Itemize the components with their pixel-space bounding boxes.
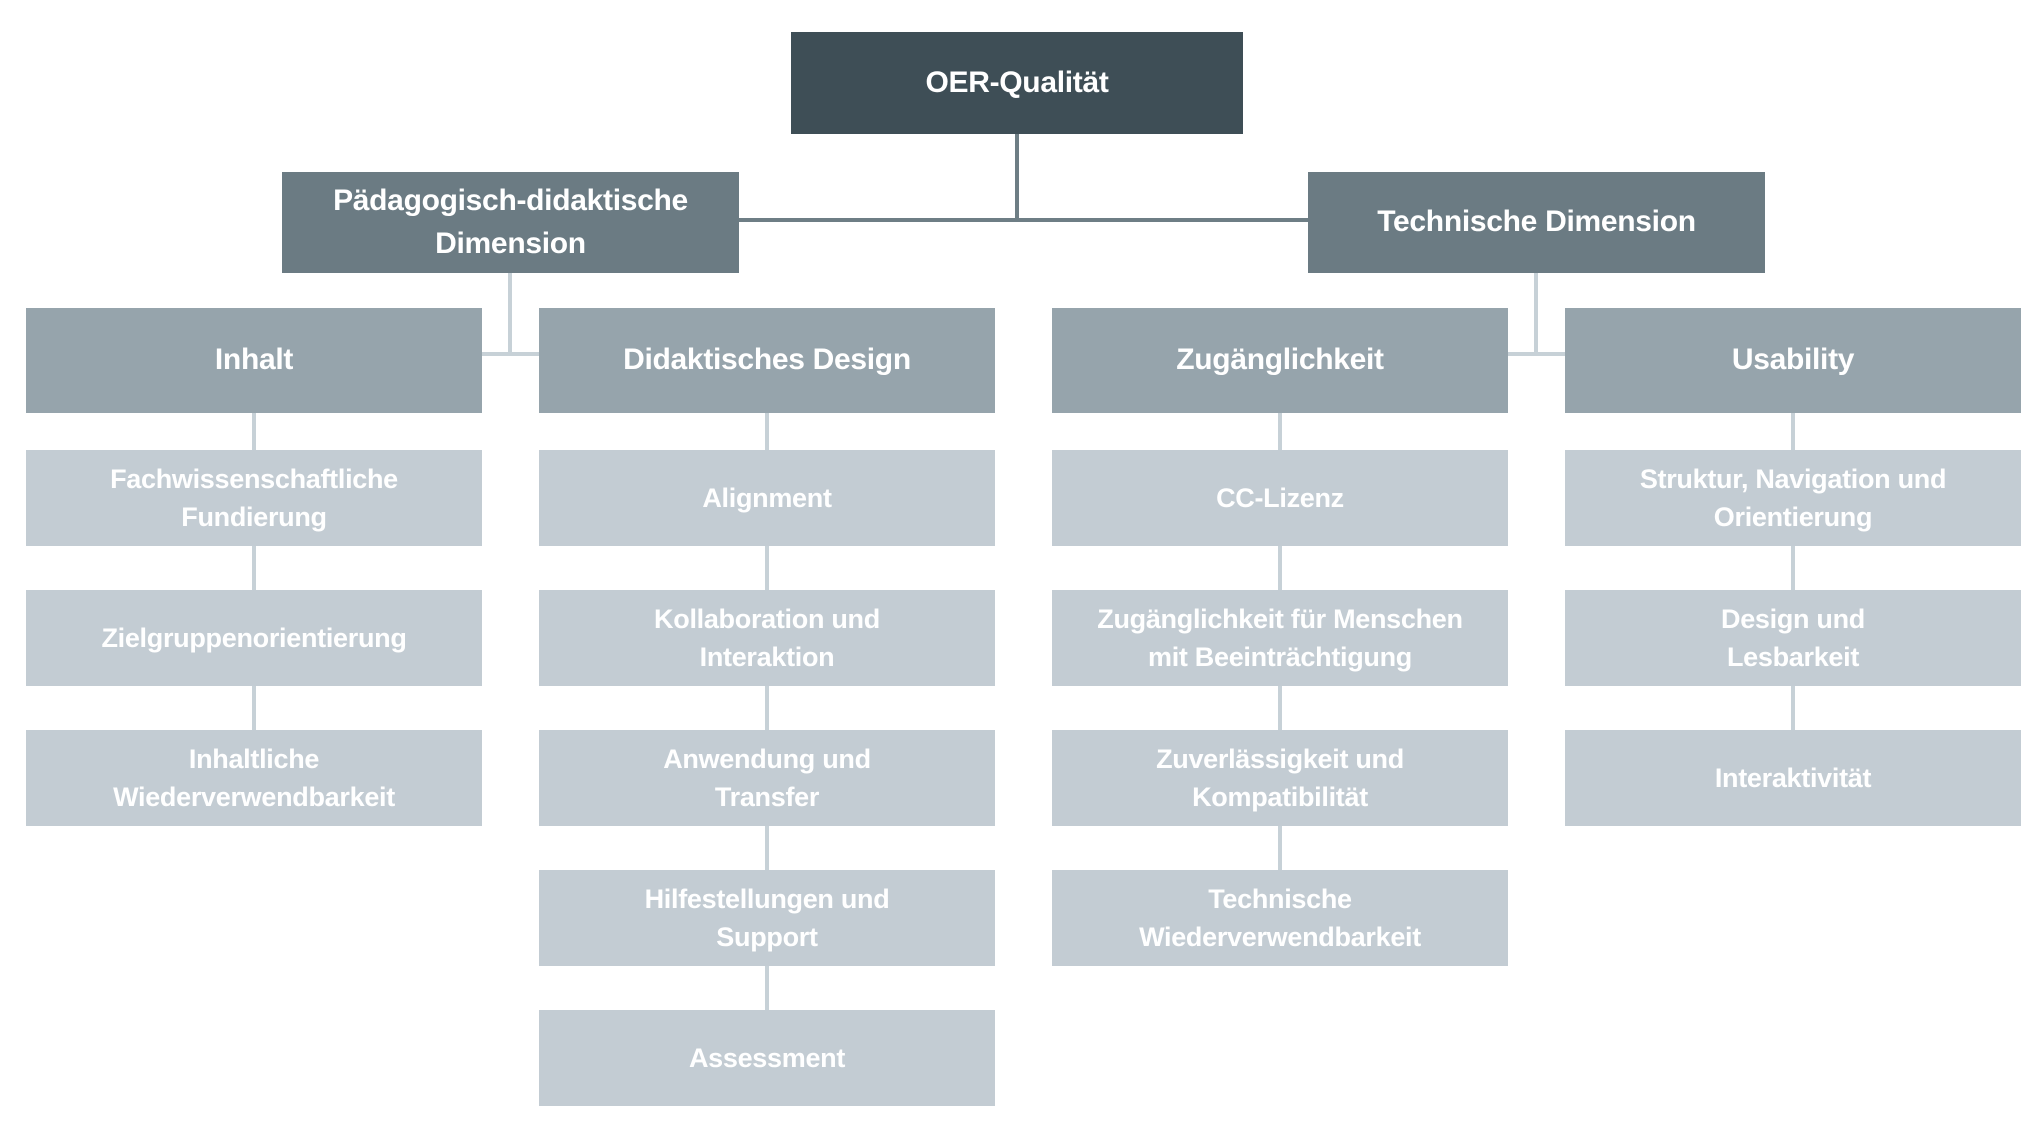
box-usability: Usability	[1565, 308, 2021, 413]
box-zielgruppenorientierung: Zielgruppenorientierung	[26, 590, 482, 686]
spine-didaktisches-design	[765, 413, 769, 1012]
connector-dim1-stub	[508, 273, 512, 356]
box-zugaenglichkeit-fuer-menschen-mit-beeintraechtigung: Zugänglichkeit für Menschen mit Beeinträ…	[1052, 590, 1508, 686]
connector-dimensions-horizontal	[739, 218, 1308, 222]
box-interaktivitaet: Interaktivität	[1565, 730, 2021, 826]
connector-dim1-junction	[482, 352, 539, 356]
spine-usability	[1791, 413, 1795, 732]
connector-root-stub	[1015, 134, 1019, 218]
box-technische-wiederverwendbarkeit: Technische Wiederverwendbarkeit	[1052, 870, 1508, 966]
box-alignment: Alignment	[539, 450, 995, 546]
box-didaktisches-design: Didaktisches Design	[539, 308, 995, 413]
box-oer-qualitaet: OER-Qualität	[791, 32, 1243, 134]
spine-inhalt	[252, 413, 256, 732]
box-technische-dimension: Technische Dimension	[1308, 172, 1765, 273]
box-inhalt: Inhalt	[26, 308, 482, 413]
box-hilfestellungen-und-support: Hilfestellungen und Support	[539, 870, 995, 966]
box-zugaenglichkeit: Zugänglichkeit	[1052, 308, 1508, 413]
box-struktur-navigation-und-orientierung: Struktur, Navigation und Orientierung	[1565, 450, 2021, 546]
box-fachwissenschaftliche-fundierung: Fachwissenschaftliche Fundierung	[26, 450, 482, 546]
box-design-und-lesbarkeit: Design und Lesbarkeit	[1565, 590, 2021, 686]
box-paedagogisch-didaktische-dimension: Pädagogisch-didaktische Dimension	[282, 172, 739, 273]
box-cc-lizenz: CC-Lizenz	[1052, 450, 1508, 546]
box-assessment: Assessment	[539, 1010, 995, 1106]
box-anwendung-und-transfer: Anwendung und Transfer	[539, 730, 995, 826]
box-inhaltliche-wiederverwendbarkeit: Inhaltliche Wiederverwendbarkeit	[26, 730, 482, 826]
connector-dim2-stub	[1534, 273, 1538, 356]
connector-dim2-junction	[1508, 352, 1565, 356]
box-zuverlaessigkeit-und-kompatibilitaet: Zuverlässigkeit und Kompatibilität	[1052, 730, 1508, 826]
box-kollaboration-und-interaktion: Kollaboration und Interaktion	[539, 590, 995, 686]
